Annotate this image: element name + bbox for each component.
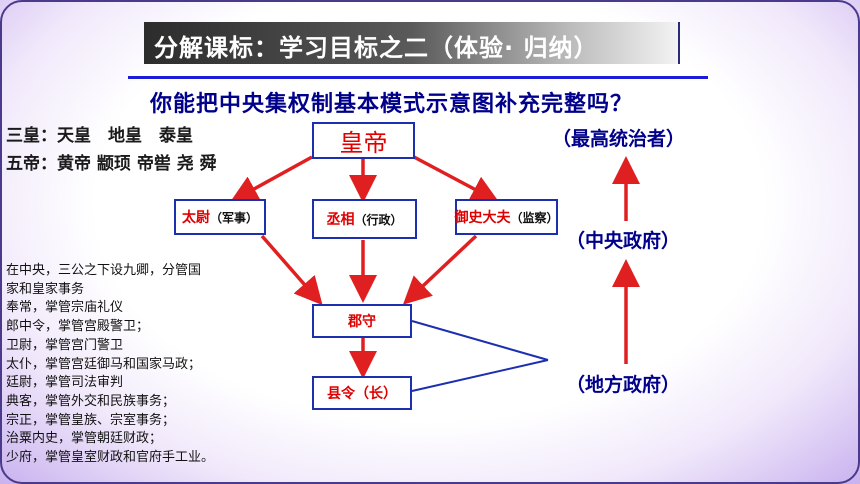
xianling-box: 县令（长） <box>312 376 412 410</box>
duty-line: 在中央，三公之下设九卿，分管国 <box>6 263 202 278</box>
arrow-taiwei-junshou <box>260 234 323 306</box>
yushi-label: 御史大夫 <box>454 210 511 226</box>
arrow-emperor-taiwei <box>229 155 313 203</box>
junshou-label: 郡守 <box>348 314 376 330</box>
duty-line: 郎中令，掌管宫殿警卫； <box>6 319 150 335</box>
duty-line: 卫尉，掌管宫门警卫 <box>6 337 124 353</box>
arrow-emperor-yushi <box>413 155 500 203</box>
junshou-box: 郡守 <box>312 304 412 338</box>
slide-title: 分解课标：学习目标之二（体验· 归纳） <box>154 34 599 62</box>
bracket-bottom <box>411 359 549 392</box>
emperor-label: 皇帝 <box>339 129 388 157</box>
title-divider <box>678 22 680 64</box>
san-huang-text: 三皇：天皇 地皇 泰皇 <box>6 126 193 146</box>
duty-line: 廷尉，掌管司法审判 <box>6 375 124 391</box>
duty-line: 宗正，掌管皇族、宗室事务； <box>6 412 176 428</box>
yushi-box: 御史大夫（监察） <box>454 199 559 235</box>
duty-line: 太仆，掌管宫廷御马和国家马政； <box>6 356 202 372</box>
duty-line: 家和皇家事务 <box>6 281 85 297</box>
taiwei-note: （军事） <box>209 210 258 225</box>
duty-line: 奉常，掌管宗庙礼仪 <box>6 300 124 316</box>
wu-di-text: 五帝：黄帝 颛顼 帝喾 尧 舜 <box>6 154 217 174</box>
chengxiang-box: 丞相（行政） <box>312 199 417 239</box>
chengxiang-note: （行政） <box>354 212 403 227</box>
blue-rule-line <box>128 76 708 79</box>
duty-line: 治粟内史，掌管朝廷财政； <box>6 431 163 447</box>
title-banner: 分解课标：学习目标之二（体验· 归纳） <box>144 22 680 64</box>
taiwei-label: 太尉 <box>181 210 210 226</box>
label-supreme-ruler: （最高统治者） <box>552 128 686 150</box>
nine-ministers-list: 在中央，三公之下设九卿，分管国 家和皇家事务 奉常，掌管宗庙礼仪 郎中令，掌管宫… <box>6 262 214 468</box>
taiwei-box: 太尉（军事） <box>174 199 266 235</box>
arrow-yushi-junshou <box>402 234 478 305</box>
label-local-government: （地方政府） <box>566 374 681 396</box>
bracket-top <box>411 320 549 361</box>
duty-line: 少府，掌管皇室财政和官府手工业。 <box>6 450 215 466</box>
label-central-government: （中央政府） <box>566 230 681 252</box>
question-text: 你能把中央集权制基本模式示意图补充完整吗？ <box>150 92 634 117</box>
duty-line: 典客，掌管外交和民族事务； <box>6 393 176 409</box>
xianling-label: 县令（长） <box>327 386 397 402</box>
emperor-box: 皇帝 <box>312 122 415 159</box>
yushi-note: （监察） <box>510 210 559 225</box>
chengxiang-label: 丞相 <box>326 212 355 228</box>
